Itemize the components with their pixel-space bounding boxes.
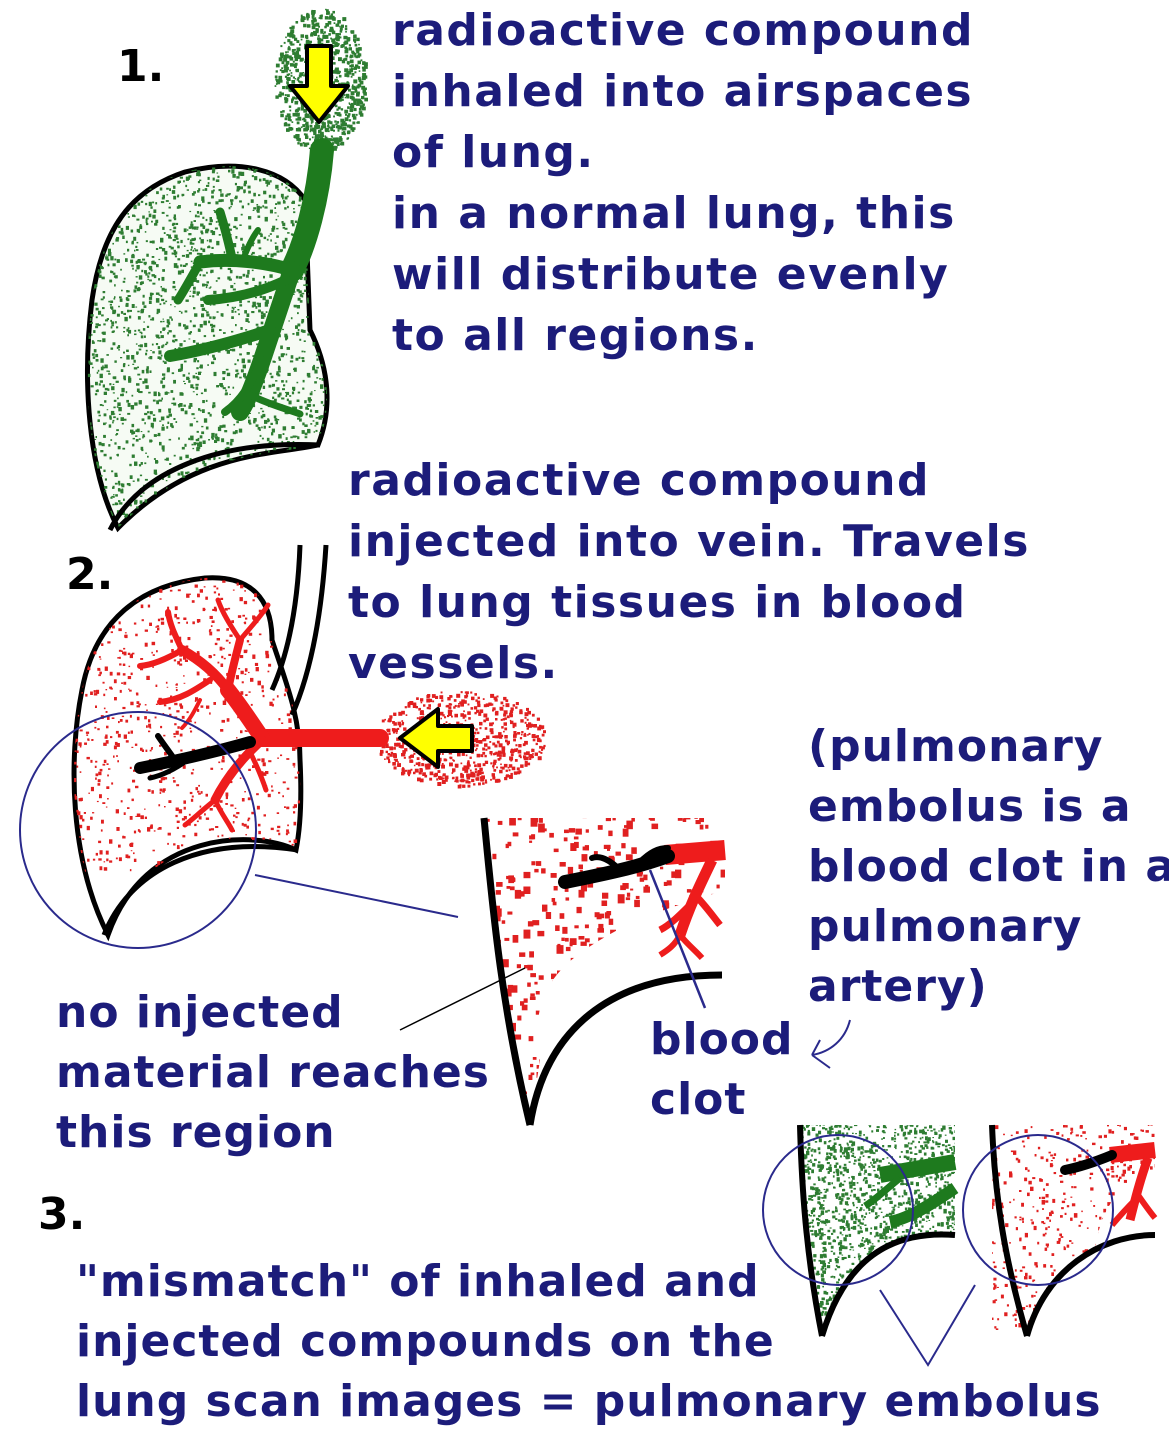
caption-line: vessels. [348,633,1030,694]
label-line: no injected [56,983,490,1043]
zoom-pleura-edge [484,818,530,1125]
caption-line: inhaled into airspaces [392,61,974,122]
caption-line: radioactive compound [348,450,1030,511]
caption-line: radioactive compound [392,0,974,61]
caption-line: "mismatch" of inhaled and [76,1252,1102,1312]
pulmonary-embolus-note: (pulmonary embolus is a blood clot in a … [808,717,1169,1017]
caption-line: will distribute evenly [392,244,974,305]
label-line: material reaches [56,1043,490,1103]
perf-vessels [1110,1150,1155,1225]
step-2-number: 2. [66,550,113,600]
caption-line: lung scan images = pulmonary embolus [76,1372,1102,1432]
caption-line: injected compounds on the [76,1312,1102,1372]
caption-line: to all regions. [392,305,974,366]
caption-line: in a normal lung, this [392,183,974,244]
step-2-caption: radioactive compound injected into vein.… [348,450,1030,694]
step-3-number: 3. [38,1190,85,1240]
no-injected-label: no injected material reaches this region [56,983,490,1163]
label-line: blood [650,1010,794,1070]
step-3-caption: "mismatch" of inhaled and injected compo… [76,1252,1102,1432]
note-line: pulmonary [808,897,1169,957]
note-line: artery) [808,957,1169,1017]
caption-line: to lung tissues in blood [348,572,1030,633]
step-1-caption: radioactive compound inhaled into airspa… [392,0,974,366]
zoom-vessels [660,850,725,958]
hand-arrow [812,1020,850,1068]
label-line: this region [56,1103,490,1163]
step-1-number: 1. [117,42,164,92]
zoom-connector [255,875,458,917]
label-line: clot [650,1070,794,1130]
blood-clot-label: blood clot [650,1010,794,1130]
note-line: (pulmonary [808,717,1169,777]
note-line: embolus is a [808,777,1169,837]
caption-line: of lung. [392,122,974,183]
note-line: blood clot in a [808,837,1169,897]
caption-line: injected into vein. Travels [348,511,1030,572]
